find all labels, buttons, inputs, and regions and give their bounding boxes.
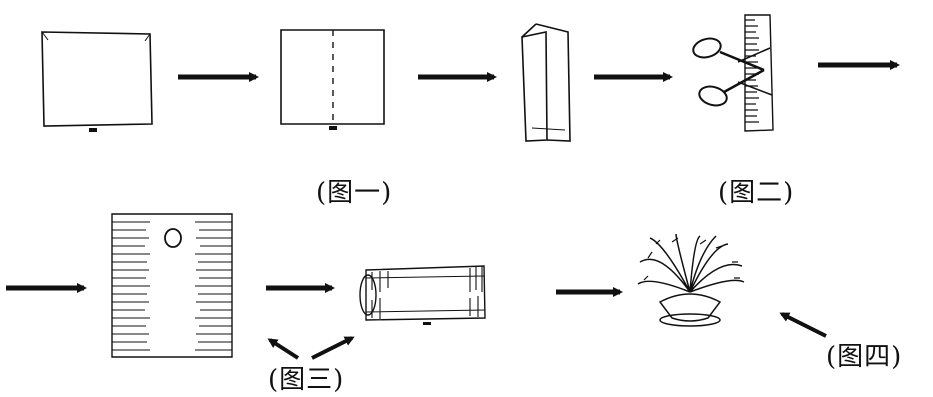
step2-folded-sheet [280,29,385,130]
step1-paper-sheet [41,31,153,132]
caption-fig4: (图四) [826,342,903,372]
pointer-arrow-fig4 [779,312,827,338]
step4-cutting-fringe [744,14,774,132]
scissors-icon [692,37,773,107]
step6-rolled-tube [359,265,486,325]
step5-fringed-sheet [111,213,233,358]
pointer-arrow-fig3-right [311,336,355,360]
step3-folded-strip [521,23,571,142]
pointer-arrow-fig3-left [267,338,300,360]
step7-finished-plant [637,233,745,327]
caption-fig3: (图三) [268,365,345,395]
caption-fig1: (图一) [316,178,393,208]
caption-fig2: (图二) [718,178,795,208]
